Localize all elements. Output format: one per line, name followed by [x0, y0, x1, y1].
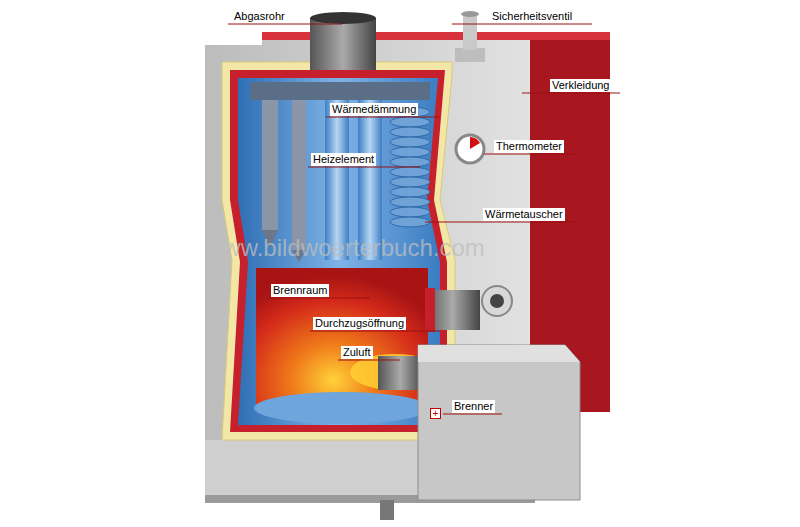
part-label: Abgasrohr: [232, 10, 287, 23]
part-label: Wärmedämmung: [330, 103, 418, 116]
part-label: Brenner: [452, 400, 495, 413]
part-label: Thermometer: [494, 140, 564, 153]
part-label: Durchzugsöffnung: [313, 317, 406, 330]
watermark: www.bildwoerterbuch.com: [206, 234, 485, 262]
part-label: Wärmetauscher: [483, 208, 565, 221]
leader-lines: [228, 24, 620, 414]
part-label: Heizelement: [311, 153, 376, 166]
part-label: Verkleidung: [550, 79, 612, 92]
part-label: Sicherheitsventil: [490, 10, 574, 23]
part-label: Zuluft: [341, 346, 373, 359]
expand-symbol: +: [430, 408, 441, 419]
part-label: Brennraum: [271, 284, 329, 297]
